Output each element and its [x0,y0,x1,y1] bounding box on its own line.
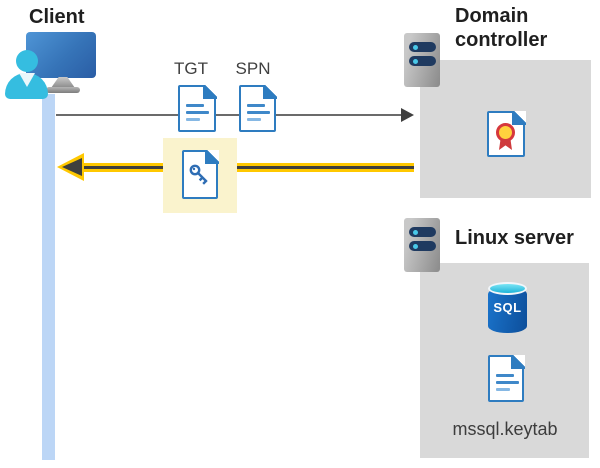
linux-server-title: Linux server [455,227,574,249]
server-icon [404,218,440,272]
sql-badge: SQL [493,300,522,315]
timeline-bar [42,94,55,460]
ribbon-icon [499,139,512,150]
server-icon [404,33,440,87]
page-fold-icon [511,110,526,125]
keytab-filename: mssql.keytab [452,419,558,439]
keytab-document-icon [488,354,525,402]
domain-controller-title: Domain controller [455,5,548,51]
request-arrowhead-icon [401,108,414,122]
key-icon [189,164,208,185]
key-document-icon [182,149,219,199]
page-fold-icon [204,149,219,164]
response-arrowhead-icon [62,158,82,176]
monitor-base-icon [46,87,80,93]
response-arrow-core [80,166,414,169]
client-title: Client [29,6,85,28]
certificate-icon [487,110,526,157]
sql-database-icon: SQL [488,282,527,333]
tgt-document-icon [178,84,217,132]
response-arrow [80,163,414,172]
spn-label: SPN [235,59,271,78]
page-fold-icon [262,84,277,99]
person-icon [16,50,38,72]
page-fold-icon [202,84,217,99]
request-arrow [56,114,402,116]
page-fold-icon [510,354,525,369]
spn-document-icon [239,84,277,132]
tgt-label: TGT [174,59,208,78]
monitor-stand-icon [51,77,75,88]
monitor-icon [26,32,96,78]
